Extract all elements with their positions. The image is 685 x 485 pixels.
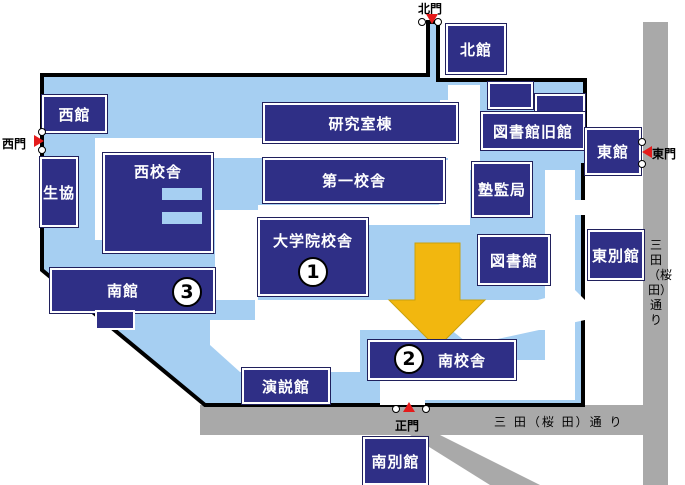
building-label: 生協 (42, 183, 75, 202)
gate-main-post-right (422, 405, 430, 413)
building-nishi-kosha[interactable]: 西校舎 (103, 153, 213, 253)
building-label: 大学院校舎 (272, 232, 353, 250)
building-enzetsu-kan[interactable]: 演説館 (242, 368, 330, 404)
diagonal-road (410, 435, 540, 485)
gate-north-label: 北門 (418, 2, 443, 16)
gate-west-post-bottom (38, 146, 46, 154)
building-toshokan-kyukan[interactable]: 図書館旧館 (481, 112, 585, 150)
gate-west-label: 西門 (2, 137, 27, 151)
walkways (95, 85, 585, 405)
gate-east-post-top (638, 138, 646, 146)
building-kenkyu-shitsu-to[interactable]: 研究室棟 (263, 103, 458, 143)
nishi-kosha-courtyard-2 (162, 212, 202, 224)
gate-north-marker (426, 14, 438, 24)
road-label-horizontal: 三 田（桜 田）通 り (494, 415, 624, 429)
building-label: 研究室棟 (328, 114, 393, 133)
road-label-vertical: 三田（桜田）通り (648, 238, 673, 327)
building-label: 図書館旧館 (492, 122, 573, 141)
building-nan-kan-wing (95, 310, 135, 330)
building-label: 北館 (459, 40, 492, 59)
gate-west-marker (34, 135, 44, 147)
building-minami-bekkan[interactable]: 南別館 (363, 437, 428, 485)
nishi-kosha-courtyard-1 (162, 188, 202, 200)
gate-main-marker (403, 402, 415, 412)
marker-3: 3 (172, 277, 202, 307)
building-label: 東館 (596, 143, 629, 161)
building-label: 第一校舎 (321, 172, 386, 190)
gate-west-post-top (38, 128, 46, 136)
building-minami-kosha[interactable]: 南校舎 (368, 340, 516, 380)
building-nishi-kan[interactable]: 西館 (42, 95, 107, 133)
building-juku-kan-kyoku[interactable]: 塾監局 (472, 162, 532, 217)
gate-north-post-left (418, 18, 426, 26)
building-seikyo[interactable]: 生協 (40, 157, 78, 227)
building-toshokan[interactable]: 図書館 (478, 235, 550, 285)
building-label: 南館 (107, 282, 140, 300)
building-label: 南別館 (371, 452, 420, 471)
building-label: 塾監局 (477, 181, 526, 199)
gate-east-label: 東門 (652, 147, 677, 161)
gate-north-post-right (434, 18, 442, 26)
building-toshokan-kyukan-annex (488, 82, 533, 109)
building-kita-kan[interactable]: 北館 (446, 24, 506, 74)
building-label: 演説館 (261, 377, 310, 396)
gate-east-marker (642, 146, 652, 158)
highlight-arrow (387, 242, 487, 349)
building-higashi-bekkan[interactable]: 東別館 (588, 230, 644, 280)
gate-main-post-left (392, 405, 400, 413)
marker-2: 2 (394, 344, 424, 374)
building-higashi-kan[interactable]: 東館 (585, 128, 641, 175)
building-label: 東別館 (591, 246, 640, 265)
building-label: 図書館 (489, 251, 538, 270)
gate-east-post-bottom (638, 160, 646, 168)
building-label: 西校舎 (133, 163, 182, 181)
building-dai-ichi-kosha[interactable]: 第一校舎 (263, 158, 445, 203)
mita-street-horizontal (200, 405, 668, 435)
building-label: 西館 (58, 105, 91, 124)
gate-main-label: 正門 (395, 419, 420, 433)
marker-1: 1 (298, 257, 328, 287)
building-label: 南校舎 (437, 351, 486, 370)
